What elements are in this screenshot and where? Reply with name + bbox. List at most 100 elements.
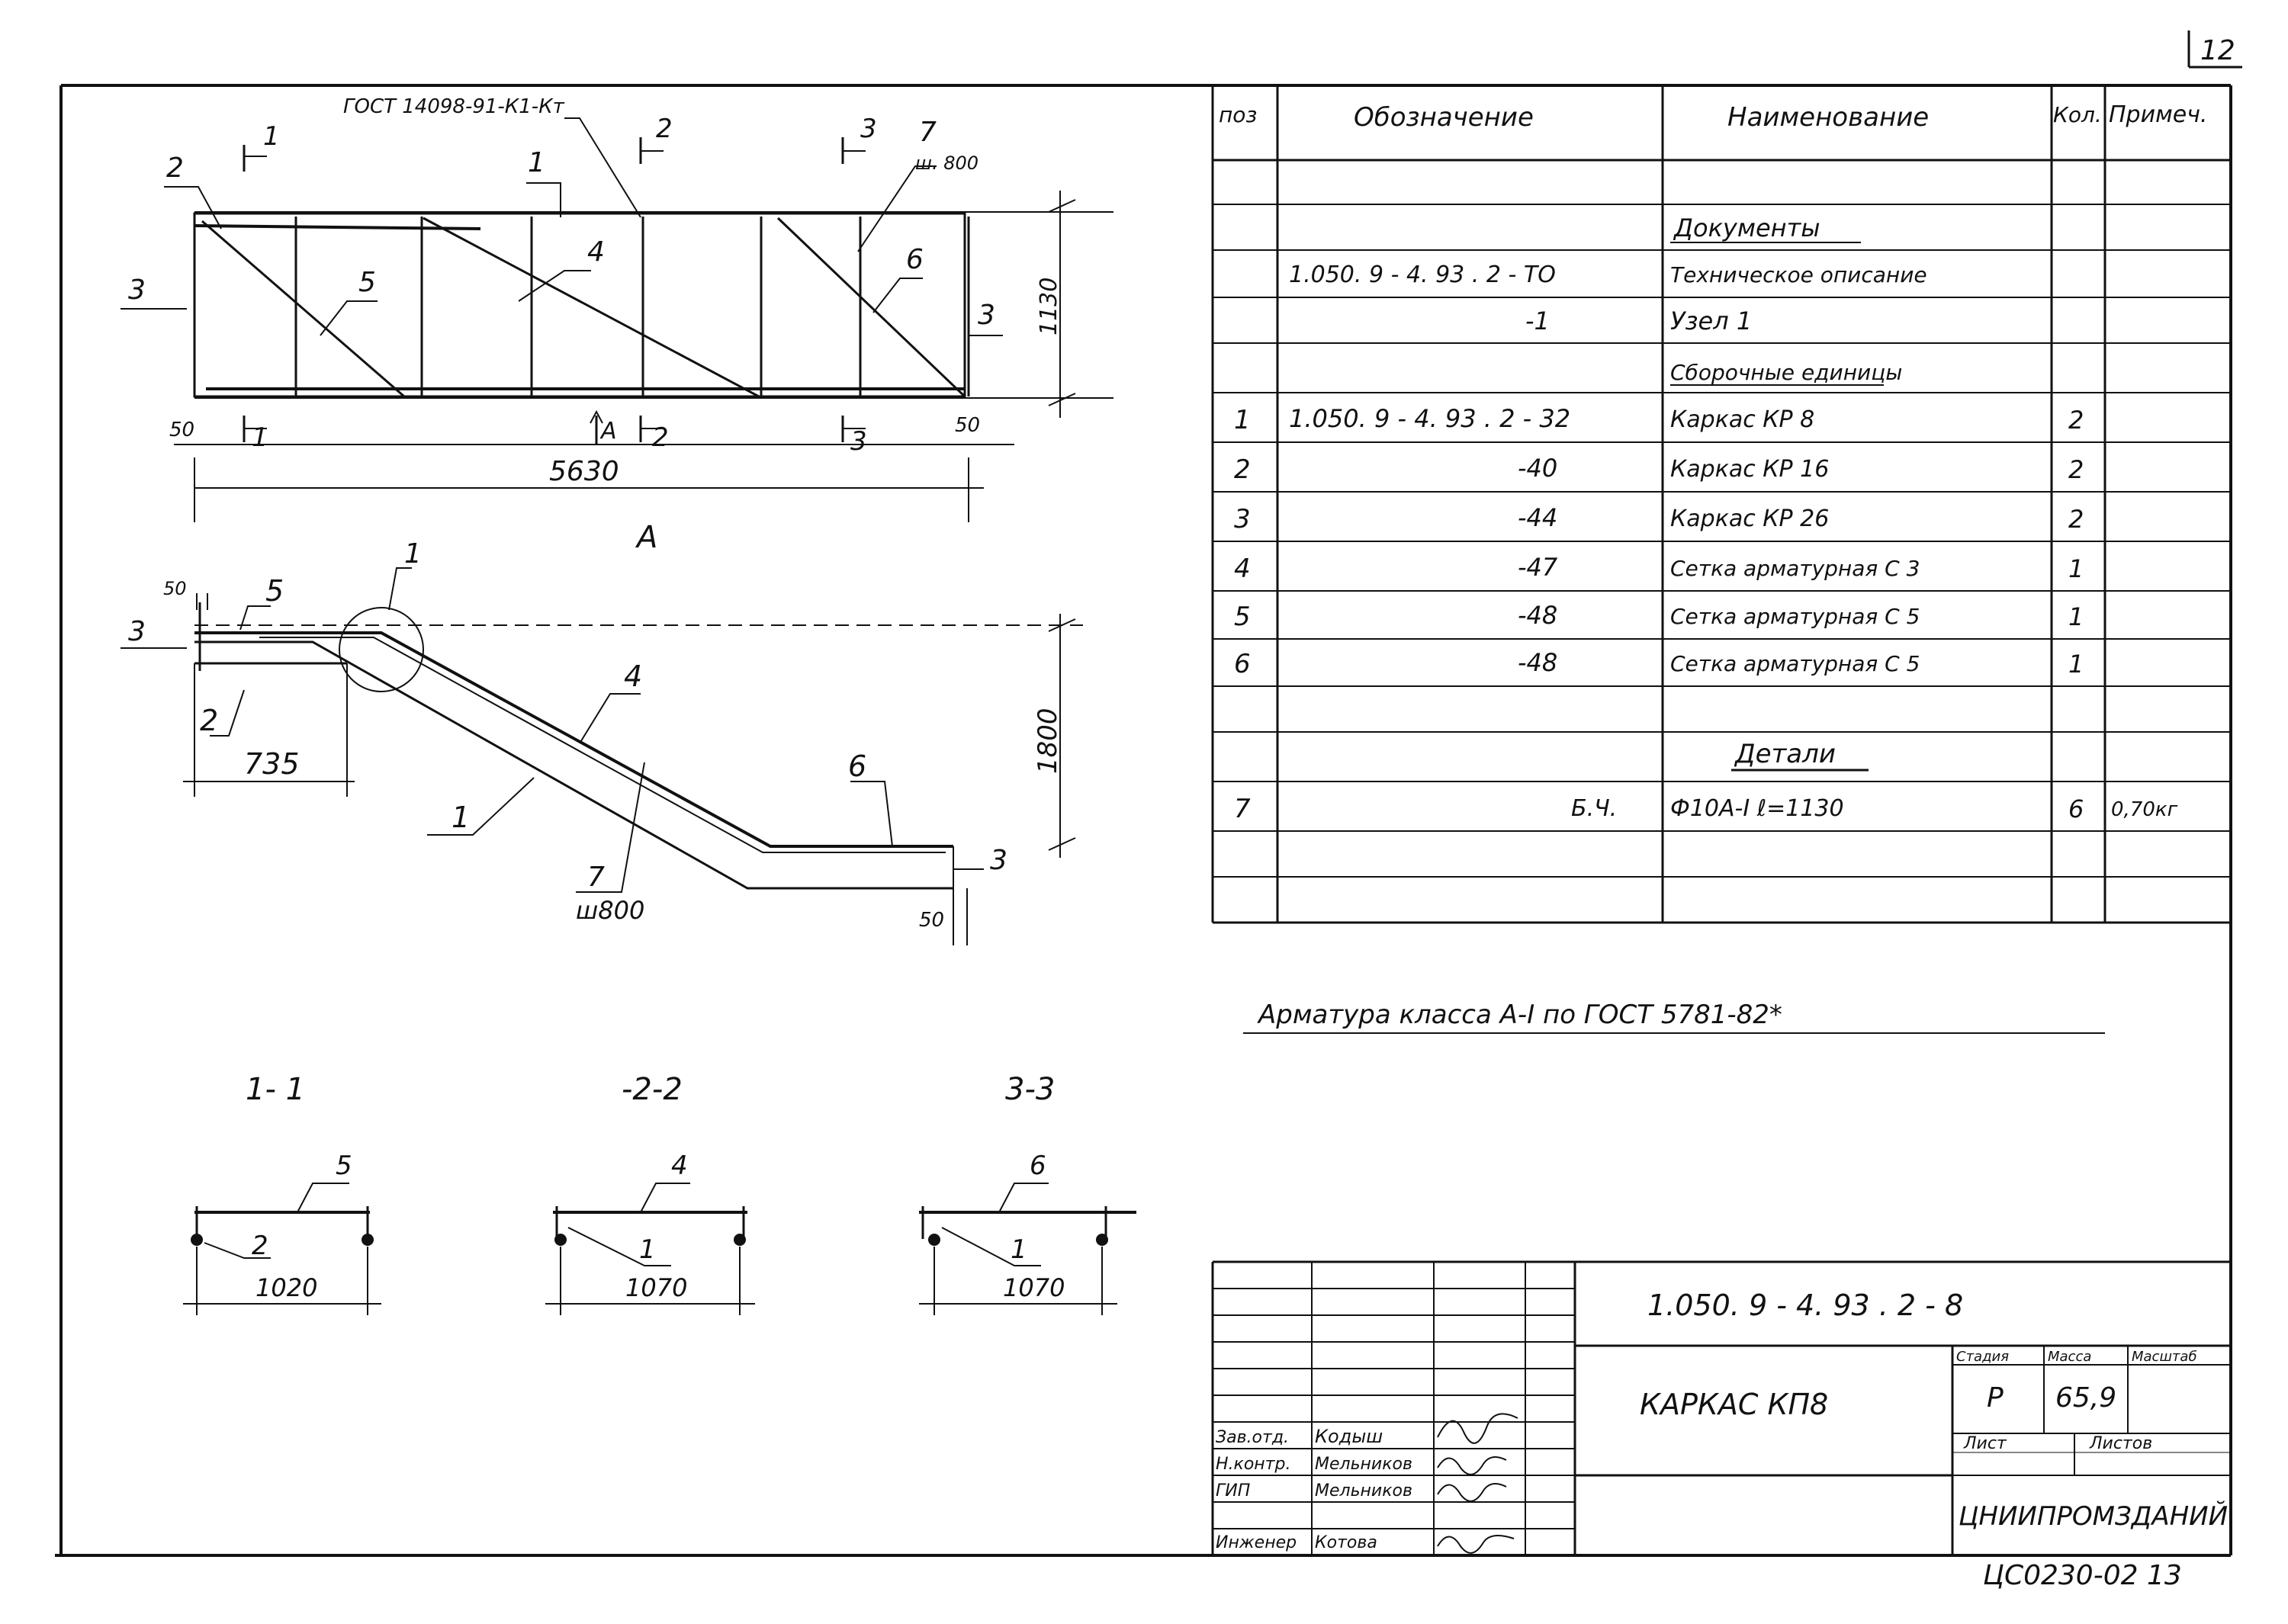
spec-header-note: Примеч. <box>2109 101 2207 128</box>
side-callout-1: 1 <box>451 801 470 834</box>
signature-scribble-1 <box>1437 1413 1518 1444</box>
spec-row-2-name: Каркас КР 16 <box>1670 456 1829 483</box>
signer-role-3: ГИП <box>1216 1481 1250 1500</box>
title-scale-label: Масштаб <box>2132 1349 2197 1365</box>
side-callout-3-right: 3 <box>990 845 1007 876</box>
title-block-grid <box>1211 1260 2231 1555</box>
section-3-width: 1070 <box>1003 1273 1065 1302</box>
signer-name-2: Мельников <box>1315 1455 1412 1474</box>
dim-edge-left: 50 <box>169 419 194 441</box>
side-bar7-callout: 7 <box>587 862 605 893</box>
spec-row-1-pos: 1 <box>1234 405 1251 435</box>
spec-row-3-qty: 2 <box>2068 505 2084 534</box>
section-mark-top-3: 3 <box>860 114 877 144</box>
section-1-top-callout: 5 <box>336 1151 352 1181</box>
spec-row-3-name: Каркас КР 26 <box>1670 505 1829 532</box>
title-sheet-label: Лист <box>1963 1434 2007 1453</box>
dim-edge-right: 50 <box>955 414 980 437</box>
signature-scribble-3 <box>1437 1483 1507 1502</box>
section-3-title: 3-3 <box>1005 1072 1055 1107</box>
dim-side-1800: 1800 <box>1033 708 1063 774</box>
spec-row-5-code: -48 <box>1518 601 1557 630</box>
spec-row-1-name: Каркас КР 8 <box>1670 406 1814 433</box>
plan-bar7-pitch: ш. 800 <box>915 152 979 174</box>
spec-header-pos: поз <box>1219 102 1257 127</box>
spec-row-4-pos: 4 <box>1234 554 1251 584</box>
archive-code: ЦС0230-02 13 <box>1983 1560 2182 1591</box>
signer-name-3: Мельников <box>1315 1481 1412 1500</box>
dim-total-length: 5630 <box>549 456 619 487</box>
section-1-title: 1- 1 <box>246 1072 305 1107</box>
view-a-arrow-label: А <box>599 418 617 445</box>
side-callout-2: 2 <box>200 704 218 737</box>
signature-scribble-2 <box>1437 1456 1507 1475</box>
plan-callout-3-right: 3 <box>978 300 995 331</box>
dim-side-50-top: 50 <box>163 578 187 599</box>
side-callout-5: 5 <box>265 574 284 608</box>
section-3-top-callout: 6 <box>1030 1151 1046 1181</box>
side-callout-node-1: 1 <box>404 538 422 570</box>
spec-row-4-name: Сетка арматурная С 3 <box>1670 556 1920 581</box>
section-mark-bottom-3: 3 <box>850 426 867 457</box>
plan-callout-5: 5 <box>358 267 376 298</box>
section-2-bar-callout: 1 <box>639 1234 656 1265</box>
section-mark-top-2: 2 <box>656 114 673 144</box>
reinforcement-note: Арматура класса А-I по ГОСТ 5781-82* <box>1257 1000 1782 1030</box>
spec-row-5-pos: 5 <box>1234 602 1251 632</box>
spec-row-3-code: -44 <box>1518 503 1557 532</box>
signer-name-1: Кодыш <box>1315 1426 1383 1447</box>
side-callout-4: 4 <box>624 660 642 693</box>
spec-detail-qty: 6 <box>2068 794 2084 823</box>
section-2-2 <box>545 1183 755 1315</box>
spec-section-details: Детали <box>1734 739 1836 769</box>
signer-name-4: Котова <box>1315 1533 1377 1552</box>
plan-view <box>121 117 1113 522</box>
dim-side-735: 735 <box>244 747 300 781</box>
spec-row-1-code: 1.050. 9 - 4. 93 . 2 - 32 <box>1289 404 1570 433</box>
dim-side-50-bottom: 50 <box>919 909 944 932</box>
title-mass-value: 65,9 <box>2055 1382 2116 1414</box>
spec-doc-row-1-code: 1.050. 9 - 4. 93 . 2 - ТО <box>1289 262 1556 288</box>
spec-row-5-qty: 1 <box>2068 602 2084 631</box>
plan-callout-6: 6 <box>906 244 924 275</box>
spec-doc-row-2-code: -1 <box>1525 307 1550 335</box>
side-bar7-pitch: ш800 <box>576 896 644 925</box>
side-view <box>121 567 1083 945</box>
plan-callout-4: 4 <box>587 236 605 268</box>
section-2-top-callout: 4 <box>671 1151 688 1181</box>
section-mark-bottom-1: 1 <box>252 422 268 453</box>
plan-callout-2: 2 <box>166 152 184 184</box>
spec-row-4-code: -47 <box>1518 553 1558 582</box>
spec-table-grid <box>1211 85 2231 924</box>
spec-row-3-pos: 3 <box>1234 504 1251 534</box>
page-number: 12 <box>2200 35 2235 66</box>
spec-row-2-qty: 2 <box>2068 455 2084 484</box>
spec-row-6-code: -48 <box>1518 648 1557 677</box>
spec-doc-row-1-name: Техническое описание <box>1670 262 1927 287</box>
spec-row-2-pos: 2 <box>1234 454 1251 485</box>
spec-header-name: Наименование <box>1727 102 1929 133</box>
spec-detail-name: Ф10А-I ℓ=1130 <box>1670 795 1844 822</box>
title-sheets-label: Листов <box>2089 1434 2152 1453</box>
title-drawing-name: КАРКАС КП8 <box>1640 1388 1828 1421</box>
spec-row-6-pos: 6 <box>1234 649 1251 679</box>
section-3-3 <box>919 1183 1136 1315</box>
spec-row-2-code: -40 <box>1518 454 1557 483</box>
spec-row-6-name: Сетка арматурная С 5 <box>1670 651 1920 676</box>
spec-detail-note: 0,70кг <box>2111 798 2178 821</box>
section-1-width: 1020 <box>255 1273 317 1302</box>
spec-detail-code: Б.Ч. <box>1571 795 1617 822</box>
signer-role-2: Н.контр. <box>1216 1455 1290 1474</box>
section-3-bar-callout: 1 <box>1011 1234 1027 1265</box>
plan-bar7-callout: 7 <box>919 117 937 148</box>
title-organization: ЦНИИПРОМЗДАНИЙ <box>1959 1500 2228 1532</box>
spec-row-4-qty: 1 <box>2068 554 2084 583</box>
signer-role-4: Инженер <box>1216 1533 1297 1552</box>
plan-callout-1: 1 <box>528 147 545 178</box>
signature-scribble-4 <box>1437 1535 1515 1554</box>
title-mass-label: Масса <box>2048 1349 2091 1365</box>
spec-section-docs: Документы <box>1673 213 1820 242</box>
section-mark-top-1: 1 <box>263 121 280 152</box>
title-stage-label: Стадия <box>1956 1349 2009 1365</box>
